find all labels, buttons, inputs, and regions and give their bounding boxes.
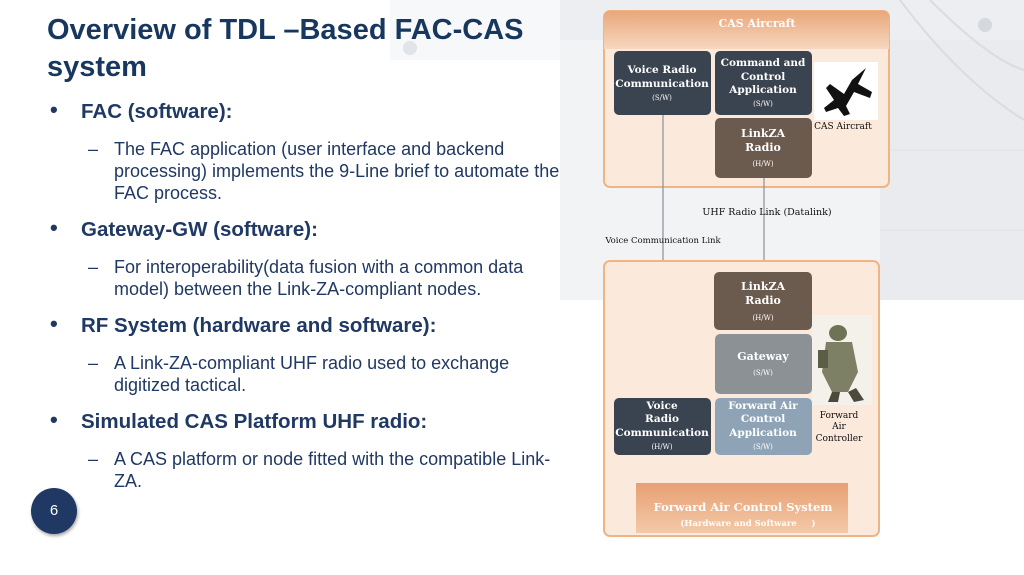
bullet-gateway: • Gateway-GW (software): xyxy=(50,215,570,242)
cas-voice-radio-box xyxy=(614,51,711,115)
dash-marker: – xyxy=(88,257,99,277)
bullet-cas-platform: • Simulated CAS Platform UHF radio: xyxy=(50,407,570,434)
box-label: Control xyxy=(741,413,785,425)
box-label: Application xyxy=(728,84,797,96)
person-label: Controller xyxy=(816,434,864,444)
bullet-fac: • FAC (software): xyxy=(50,97,570,124)
sub-bullet-rf-system: –A Link-ZA-compliant UHF radio used to e… xyxy=(50,352,570,396)
person-label: Air xyxy=(831,422,846,432)
cas-panel-header xyxy=(604,11,889,49)
bullet-dot: • xyxy=(50,311,58,336)
cas-linkza-radio-box xyxy=(715,118,812,178)
bullet-heading: Simulated CAS Platform UHF radio: xyxy=(81,410,428,433)
person-label: Forward xyxy=(820,411,859,421)
box-label: Gateway xyxy=(737,350,789,363)
bullet-heading: FAC (software): xyxy=(81,100,233,123)
slide-title: Overview of TDL –Based FAC-CAS system xyxy=(47,14,524,83)
sub-bullet-text: A Link-ZA-compliant UHF radio used to ex… xyxy=(114,353,510,395)
box-label: Communication xyxy=(615,78,709,90)
forward-air-controller-image xyxy=(812,315,872,405)
bullet-rf-system: • RF System (hardware and software): xyxy=(50,311,570,338)
box-label: Forward Air xyxy=(728,400,798,412)
box-label: Voice xyxy=(645,400,678,412)
bullet-dot: • xyxy=(50,215,58,240)
fac-system-footer xyxy=(636,483,848,533)
box-label: LinkZA xyxy=(741,127,786,140)
box-tag: (H/W) xyxy=(651,443,672,451)
page-number-badge: 6 xyxy=(31,488,77,534)
box-label: Application xyxy=(728,427,797,439)
sub-bullet-cas-platform: –A CAS platform or node fitted with the … xyxy=(50,448,570,492)
sub-bullet-fac: –The FAC application (user interface and… xyxy=(50,138,570,204)
cas-command-app-box xyxy=(715,51,812,115)
box-tag: (S/W) xyxy=(753,369,773,377)
bullet-dot: • xyxy=(50,97,58,122)
box-tag: (S/W) xyxy=(753,100,773,108)
box-label: Radio xyxy=(745,294,781,307)
dash-marker: – xyxy=(88,353,99,373)
fac-voice-radio-box xyxy=(614,398,711,455)
cas-aircraft-icon-label: CAS Aircraft xyxy=(814,122,872,132)
bullet-dot: • xyxy=(50,407,58,432)
box-label: Command and xyxy=(721,57,806,69)
box-label: Voice Radio xyxy=(626,64,696,76)
box-label: Radio xyxy=(745,141,781,154)
fighter-jet-icon xyxy=(814,62,878,120)
box-tag: (S/W) xyxy=(753,443,773,451)
dash-marker: – xyxy=(88,139,99,159)
box-tag: (H/W) xyxy=(752,160,773,168)
fac-system-title: Forward Air Control System xyxy=(654,500,833,514)
bullet-heading: Gateway-GW (software): xyxy=(81,218,318,241)
cas-panel-title: CAS Aircraft xyxy=(718,17,796,30)
voice-link-label: Voice Communication Link xyxy=(604,236,721,246)
dash-marker: – xyxy=(88,449,99,469)
box-label: Radio xyxy=(645,413,679,425)
fac-system-subtitle: (Hardware and Software ) xyxy=(680,518,815,529)
box-label: Control xyxy=(741,71,785,83)
box-label: LinkZA xyxy=(741,280,786,293)
sub-bullet-text: A CAS platform or node fitted with the c… xyxy=(114,449,551,491)
fac-linkza-radio-box xyxy=(714,272,812,330)
uhf-link-label: UHF Radio Link (Datalink) xyxy=(702,207,831,218)
gateway-box xyxy=(715,334,812,394)
bullet-heading: RF System (hardware and software): xyxy=(81,314,437,337)
fac-application-box xyxy=(715,398,812,455)
box-label: Communication xyxy=(615,427,709,439)
box-tag: (H/W) xyxy=(752,314,773,322)
sub-bullet-gateway: –For interoperability(data fusion with a… xyxy=(50,256,570,300)
bullet-list: •FAC (software): –The FAC application (u… xyxy=(50,97,570,506)
sub-bullet-text: For interoperability(data fusion with a … xyxy=(114,257,524,299)
box-tag: (S/W) xyxy=(652,94,672,102)
sub-bullet-text: The FAC application (user interface and … xyxy=(114,139,560,203)
